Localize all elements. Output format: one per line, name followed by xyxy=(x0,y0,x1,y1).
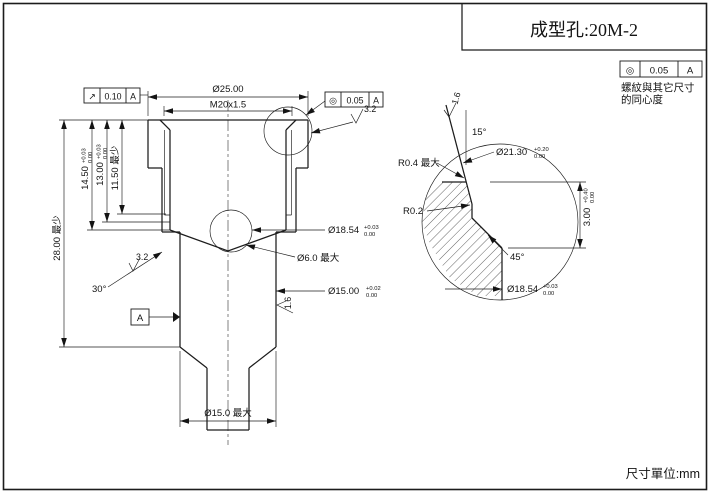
dim-text: 11.50 最少 xyxy=(110,145,121,190)
tol-lower: 0.00 xyxy=(590,192,596,203)
part-outline xyxy=(147,119,309,431)
tol-lower: 0.00 xyxy=(88,152,94,163)
tol-upper: +0.20 xyxy=(534,147,549,153)
detail-circle-thread-entry xyxy=(263,106,313,156)
detail-circle-hole-bottom xyxy=(209,209,253,253)
dim-text: Ø25.00 xyxy=(212,84,243,95)
dim-text: Ø6.0 最大 xyxy=(297,252,340,264)
dim-text: 15° xyxy=(472,127,487,138)
dim-text: Ø15.00 xyxy=(328,286,359,297)
dim-depth-13-00: 13.00 +0.03 0.00 xyxy=(95,144,109,186)
tol-lower: 0.00 xyxy=(103,148,109,159)
fcf-datum: A xyxy=(373,96,379,106)
fcf-thread-concentricity: ◎ 0.05 A xyxy=(304,91,384,118)
dim-dia-15: Ø15.00 +0.02 0.00 xyxy=(276,286,381,299)
surface-finish-icon xyxy=(128,257,141,272)
note-line-1: 螺紋與其它尺寸 xyxy=(621,81,695,94)
surface-finish-text: 1.6 xyxy=(450,91,463,106)
dim-depth-14-50: 14.50 +0.03 0.00 xyxy=(80,148,94,190)
surface-finish-text: 3.2 xyxy=(364,104,376,114)
page-title: 成型孔:20M-2 xyxy=(530,20,638,40)
threaded-hole-profile xyxy=(159,119,297,252)
concentricity-icon: ◎ xyxy=(329,96,337,106)
dim-dia-18-54: Ø18.54 +0.03 0.00 xyxy=(252,225,379,238)
dim-text: 30° xyxy=(92,284,107,295)
dim-text: Ø21.30 xyxy=(496,147,527,158)
title-block-frame xyxy=(461,4,707,51)
leader xyxy=(107,251,163,288)
depth-dimensions: 14.50 +0.03 0.00 13.00 +0.03 0.00 11.50 … xyxy=(52,119,180,348)
tol-lower: 0.00 xyxy=(543,291,554,297)
surface-finish-icon xyxy=(443,102,457,118)
dim-text: 45° xyxy=(510,252,525,263)
tol-upper: +0.03 xyxy=(97,144,103,159)
concentricity-note: ◎ 0.05 A 螺紋與其它尺寸 的同心度 xyxy=(619,60,703,106)
fcf-tolerance: 0.10 xyxy=(104,92,121,102)
unit-label: 尺寸單位:mm xyxy=(626,466,700,481)
section-hatch xyxy=(422,182,502,296)
tol-upper: +0.03 xyxy=(364,225,379,231)
tol-upper: +0.02 xyxy=(366,286,381,292)
dim-dia-6: Ø6.0 最大 xyxy=(245,242,340,264)
datum-flag-a: A xyxy=(130,308,180,326)
surface-finish-text: 1.6 xyxy=(283,297,293,309)
dim-angle-15: 15° xyxy=(465,110,487,165)
dim-radius-02: R0.2 xyxy=(403,202,471,217)
dim-text: M20x1.5 xyxy=(210,100,246,111)
surface-finish-text: 3.2 xyxy=(136,252,148,262)
dim-height-3: 3.00 +0.40 0.00 xyxy=(490,181,596,249)
dim-thread: M20x1.5 xyxy=(163,100,293,116)
tol-lower: 0.00 xyxy=(534,154,545,160)
main-view: Ø25.00 M20x1.5 ↗ 0.10 A ◎ 0.05 A xyxy=(52,84,384,445)
dim-depth-11-50: 11.50 最少 xyxy=(110,145,121,190)
concentricity-icon: ◎ xyxy=(626,66,635,77)
dim-angle-45: 45° xyxy=(486,233,525,263)
dim-text: R0.4 最大 xyxy=(398,157,440,169)
surface-finish-icon xyxy=(350,108,364,124)
thread-crest-lines xyxy=(164,130,292,216)
dim-text: Ø18.54 xyxy=(328,225,359,236)
runout-icon: ↗ xyxy=(88,92,95,102)
surface-finish-body: 1.6 xyxy=(276,297,294,314)
fcf-frame xyxy=(324,91,384,108)
dim-angle-30: 30° 3.2 xyxy=(92,249,164,295)
title-block: 成型孔:20M-2 xyxy=(461,4,707,51)
tol-upper: +0.03 xyxy=(543,284,558,290)
surface-finish-icon xyxy=(276,300,294,314)
datum-triangle-icon xyxy=(173,312,180,322)
fcf-datum: A xyxy=(130,92,136,102)
dim-text: Ø18.54 xyxy=(507,284,538,295)
surface-finish-groove: 1.6 xyxy=(443,91,463,118)
fcf-face-runout: ↗ 0.10 A xyxy=(83,87,148,104)
dim-text: Ø15.0 最大 xyxy=(204,407,252,419)
detail-view: 1.6 15° Ø21.30 +0.20 0.00 R0.4 最大 R0.2 xyxy=(398,91,596,301)
dim-text: 3.00 xyxy=(582,208,593,227)
tol-lower: 0.00 xyxy=(364,232,375,238)
tol-upper: +0.03 xyxy=(82,148,88,163)
tol-upper: +0.40 xyxy=(584,188,590,203)
datum-text: A xyxy=(137,313,144,324)
dim-text: R0.2 xyxy=(403,206,423,217)
dim-text: 13.00 xyxy=(95,162,106,186)
fcf-datum: A xyxy=(687,66,694,77)
tol-lower: 0.00 xyxy=(366,293,377,299)
fcf-tolerance: 0.05 xyxy=(650,66,669,77)
dim-text: 28.00 最少 xyxy=(52,215,63,261)
dim-radius-04: R0.4 最大 xyxy=(398,157,466,181)
dim-height-28: 28.00 最少 xyxy=(52,215,63,261)
fcf-frame xyxy=(619,60,703,78)
dim-text: 14.50 xyxy=(80,166,91,190)
surface-finish-entry: 3.2 xyxy=(310,104,376,136)
note-line-2: 的同心度 xyxy=(621,93,663,106)
dim-dia-18-54-detail: Ø18.54 +0.03 0.00 xyxy=(445,284,558,297)
dim-dia-21-30: Ø21.30 +0.20 0.00 xyxy=(462,147,549,166)
fcf-tolerance: 0.05 xyxy=(346,96,363,106)
groove-profile xyxy=(442,104,503,300)
dim-dia-15-bottom: Ø15.0 最大 xyxy=(179,351,277,427)
